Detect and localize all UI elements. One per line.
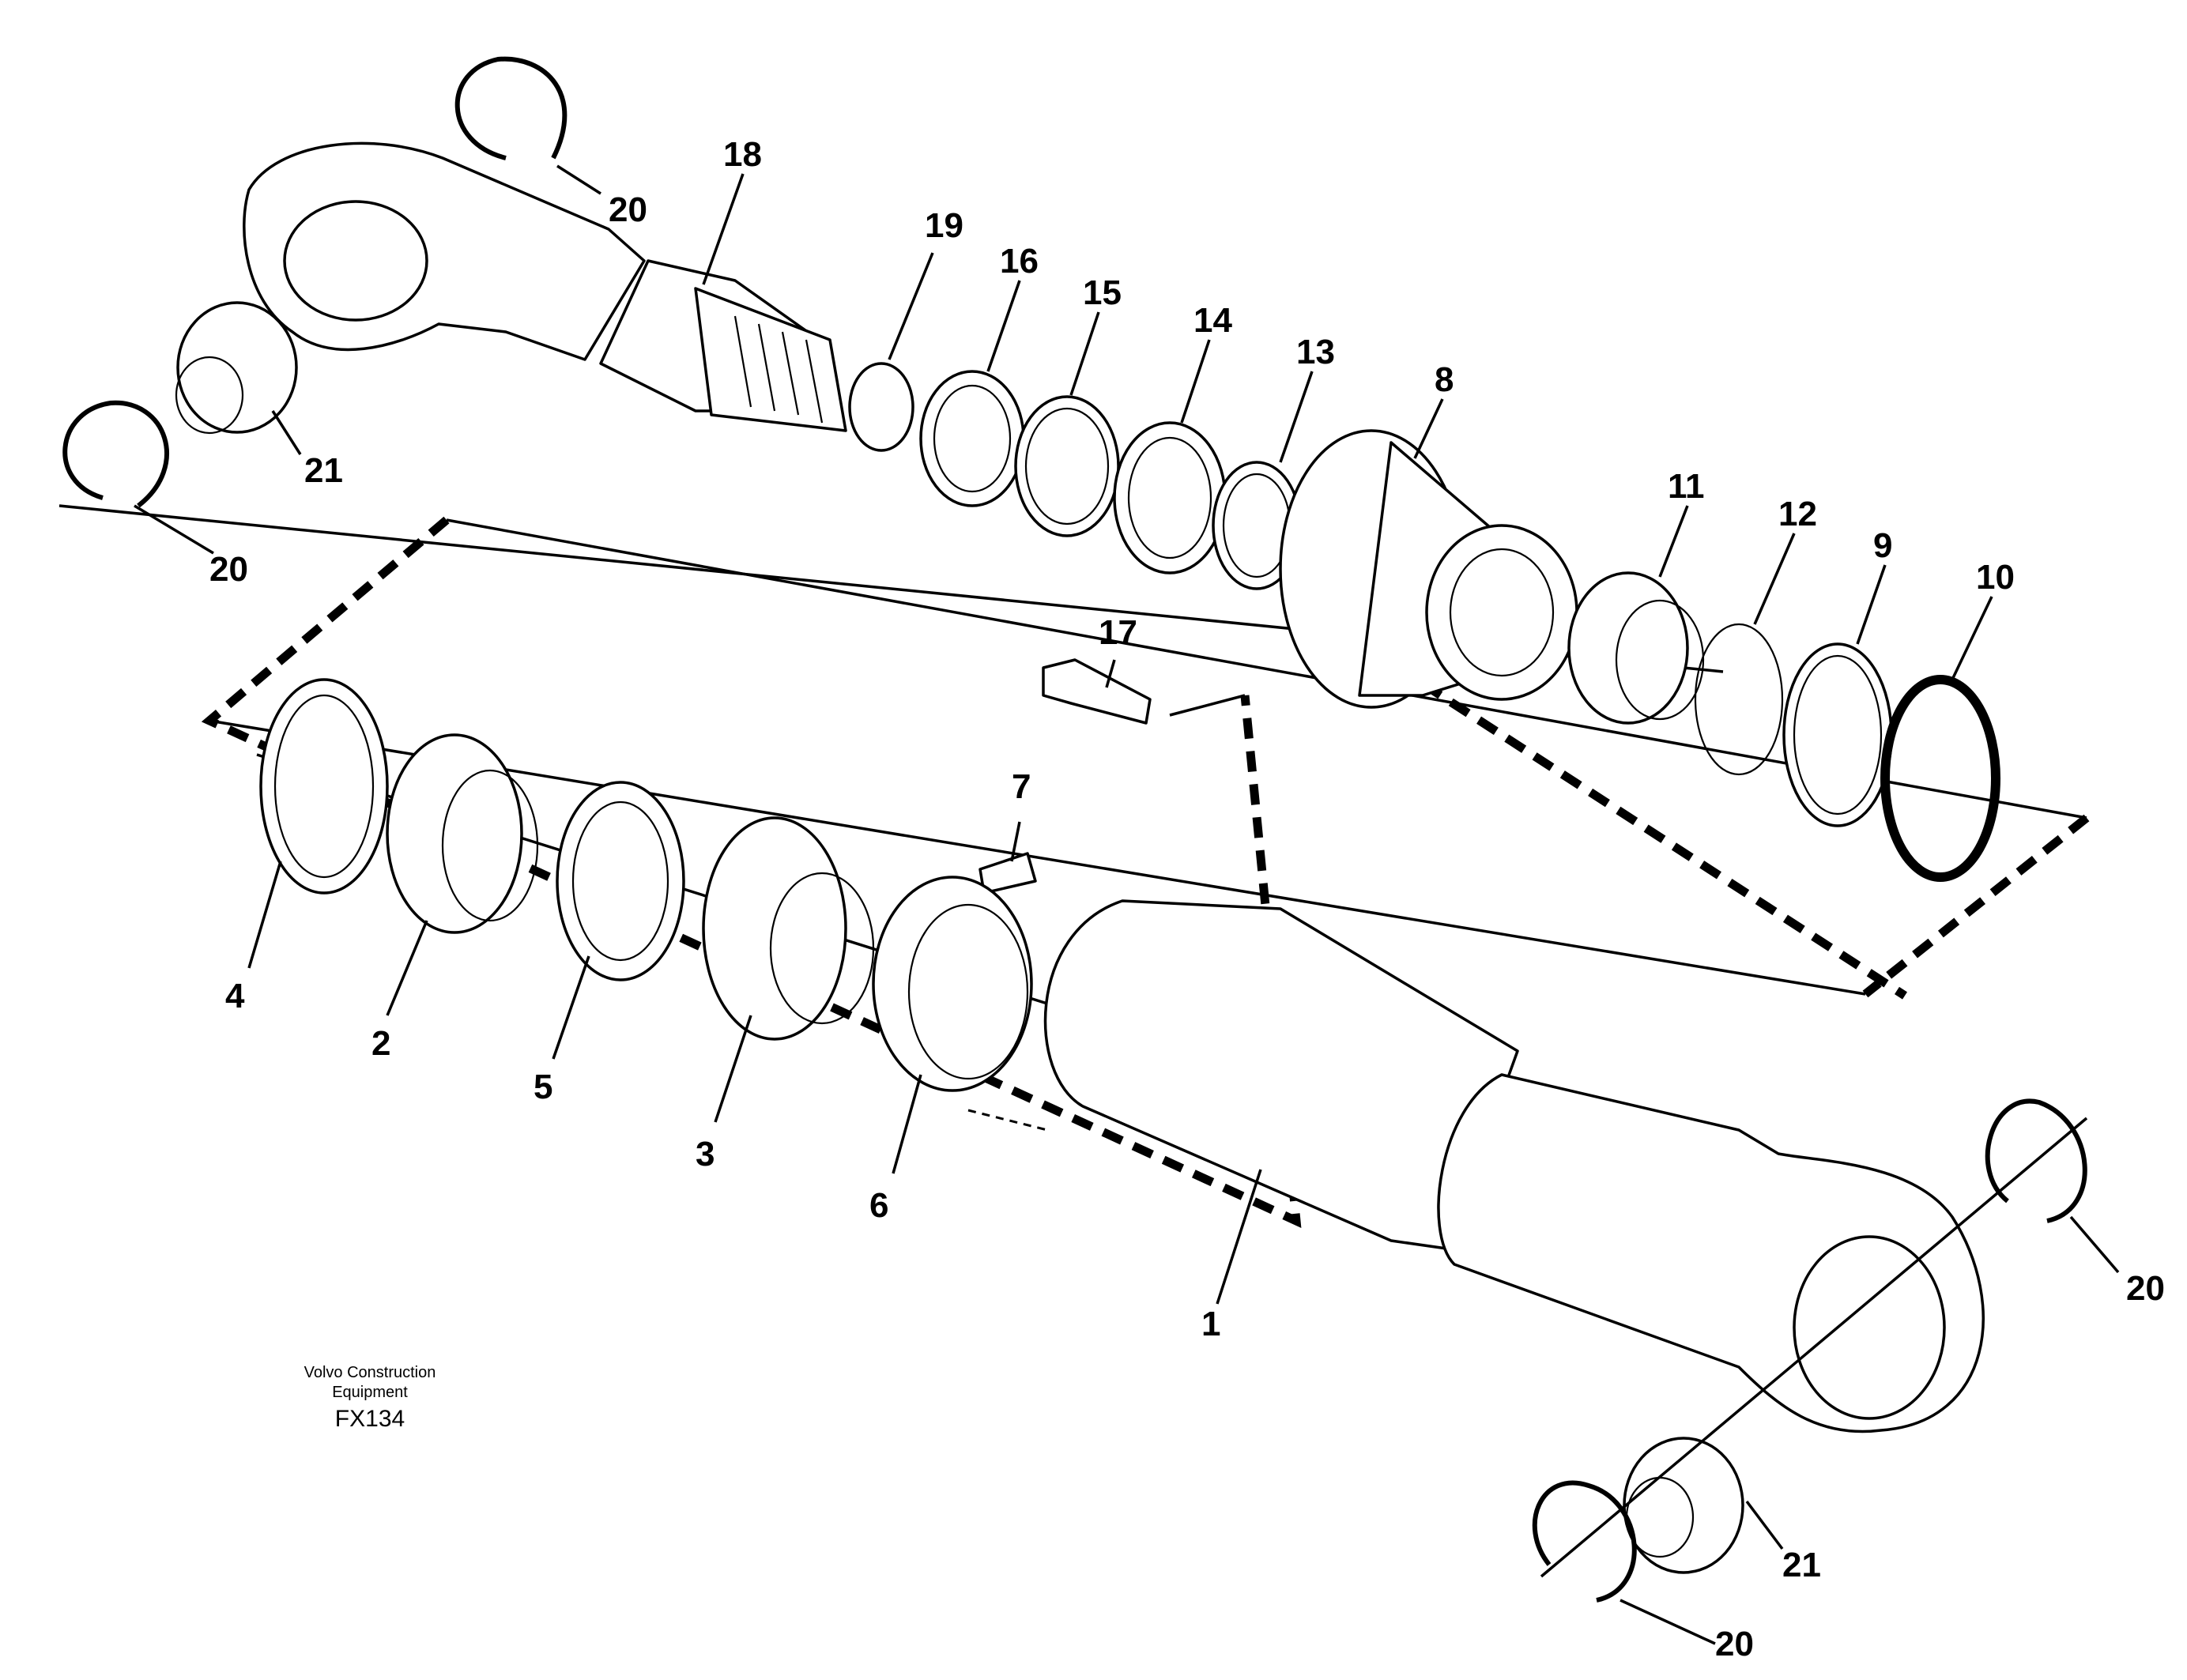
callout-17: 17 bbox=[1099, 613, 1137, 652]
seal-5 bbox=[556, 781, 685, 981]
callout-14: 14 bbox=[1193, 301, 1232, 340]
snap-ring-20-lower-b bbox=[1532, 1480, 1637, 1603]
snap-ring-20-upper-b bbox=[62, 400, 169, 508]
callout-21-b: 21 bbox=[1782, 1546, 1821, 1584]
ring-10 bbox=[1880, 675, 2000, 882]
callout-15: 15 bbox=[1083, 273, 1122, 312]
bushing-11 bbox=[1567, 571, 1689, 725]
credit-line-1: Volvo Construction bbox=[304, 1364, 436, 1381]
callout-7: 7 bbox=[1012, 767, 1031, 806]
callout-2: 2 bbox=[371, 1024, 390, 1063]
credit-block: Volvo Construction Equipment FX134 bbox=[304, 1364, 436, 1432]
bearing-21-upper bbox=[176, 301, 298, 434]
snap-ring-20-upper-a bbox=[454, 56, 567, 160]
barrel-eye-bore bbox=[1793, 1235, 1946, 1420]
seal-15 bbox=[1014, 395, 1120, 537]
ring-12 bbox=[1694, 623, 1784, 776]
wiper-14 bbox=[1113, 421, 1227, 574]
snap-ring-20-lower-a bbox=[1985, 1098, 2087, 1223]
rod-eye-bore bbox=[283, 200, 428, 322]
callout-20-b: 20 bbox=[209, 550, 248, 589]
callout-16: 16 bbox=[1000, 242, 1039, 281]
cylinder-barrel-1 bbox=[1043, 899, 1519, 1250]
piston-3 bbox=[702, 816, 847, 1041]
callout-11: 11 bbox=[1668, 467, 1705, 506]
callout-1: 1 bbox=[1201, 1305, 1220, 1343]
rod-thread bbox=[694, 287, 847, 432]
piston-rod-assembly bbox=[58, 56, 2000, 882]
callout-20-a: 20 bbox=[609, 190, 647, 229]
o-ring-19 bbox=[848, 362, 914, 452]
callout-4: 4 bbox=[225, 977, 245, 1015]
callout-12: 12 bbox=[1778, 495, 1817, 533]
callout-5: 5 bbox=[534, 1068, 552, 1106]
screw-7 bbox=[978, 852, 1037, 895]
callout-20-d: 20 bbox=[1715, 1625, 1754, 1663]
ring-4 bbox=[259, 678, 389, 895]
barrel-assembly bbox=[256, 678, 2088, 1603]
credit-line-2: Equipment bbox=[332, 1384, 408, 1401]
callout-labels: 1 2 3 4 5 6 7 8 9 10 11 12 13 14 15 16 1… bbox=[209, 135, 2165, 1663]
callout-13: 13 bbox=[1296, 333, 1335, 371]
callout-9: 9 bbox=[1873, 526, 1892, 565]
piston-2 bbox=[386, 733, 523, 934]
seal-16 bbox=[919, 370, 1025, 507]
bolt-17 bbox=[1042, 658, 1152, 725]
ring-9 bbox=[1782, 642, 1893, 827]
callout-20-c: 20 bbox=[2126, 1269, 2165, 1308]
callout-3: 3 bbox=[696, 1135, 715, 1173]
callout-18: 18 bbox=[723, 135, 762, 174]
callout-8: 8 bbox=[1435, 360, 1454, 399]
callout-19: 19 bbox=[925, 206, 963, 245]
callout-10: 10 bbox=[1976, 558, 2015, 597]
callout-21-a: 21 bbox=[304, 451, 343, 490]
drawing-code: FX134 bbox=[335, 1406, 405, 1432]
ring-6 bbox=[872, 876, 1033, 1092]
leader-lines bbox=[134, 164, 2120, 1645]
callout-6: 6 bbox=[869, 1186, 888, 1225]
